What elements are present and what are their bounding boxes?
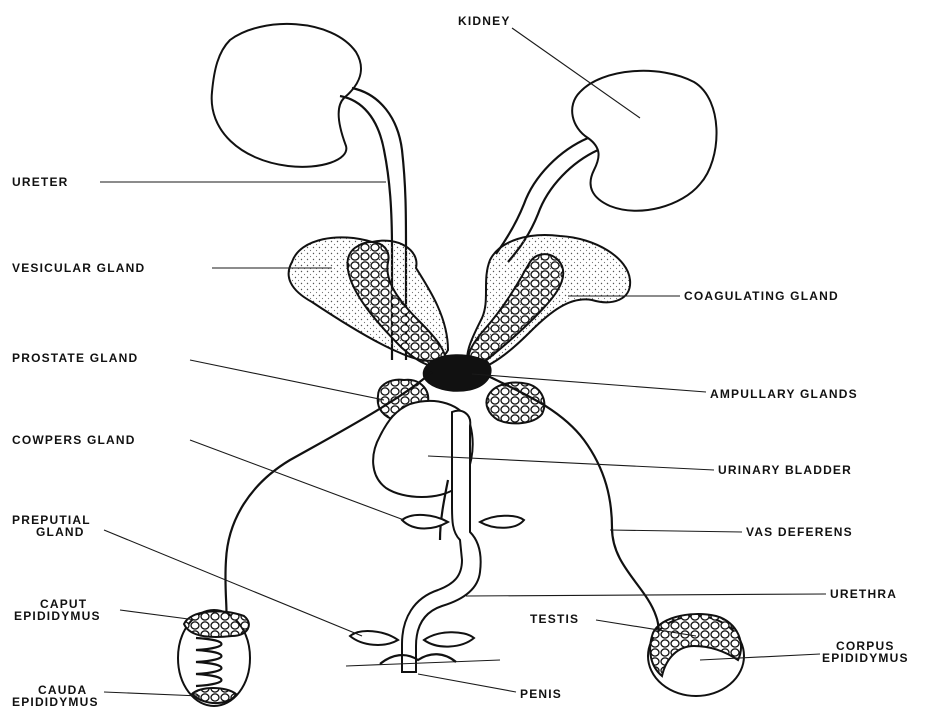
leader-penis (418, 674, 516, 692)
label-prostate-gland: PROSTATE GLAND (12, 352, 138, 364)
label-kidney: KIDNEY (458, 15, 511, 27)
label-penis: PENIS (520, 688, 562, 700)
label-preputial-gland: PREPUTIAL GLAND (12, 514, 91, 538)
left-kidney (212, 24, 361, 167)
leader-cauda (104, 692, 200, 696)
preputial-gland-right (424, 632, 474, 646)
label-ureter: URETER (12, 176, 69, 188)
label-vesicular-gland: VESICULAR GLAND (12, 262, 145, 274)
label-cauda-epididymus: CAUDA EPIDIDYMUS (12, 684, 99, 708)
leader-vas (610, 530, 742, 532)
label-cauda-line2: EPIDIDYMUS (12, 696, 99, 708)
leader-cowpers (190, 440, 404, 520)
ampullary-glands (423, 355, 491, 392)
label-urethra: URETHRA (830, 588, 897, 600)
label-caput-epididymus: CAPUT EPIDIDYMUS (14, 598, 101, 622)
label-cowpers-gland: COWPERS GLAND (12, 434, 136, 446)
cowpers-gland-right (480, 516, 524, 528)
label-testis: TESTIS (530, 613, 579, 625)
leader-caput (120, 610, 196, 620)
right-kidney (572, 71, 716, 211)
label-preputial-line2: GLAND (36, 526, 91, 538)
label-urinary-bladder: URINARY BLADDER (718, 464, 852, 476)
label-ampullary-glands: AMPULLARY GLANDS (710, 388, 858, 400)
skin-line (346, 660, 500, 666)
label-coagulating-gland: COAGULATING GLAND (684, 290, 839, 302)
leader-prostate (190, 360, 384, 400)
label-corpus-epididymus: CORPUS EPIDIDYMUS (822, 640, 909, 664)
label-corpus-line2: EPIDIDYMUS (822, 652, 909, 664)
caput-epididymus (184, 611, 249, 637)
preputial-gland-left (350, 631, 398, 645)
label-vas-deferens: VAS DEFERENS (746, 526, 853, 538)
label-caput-line2: EPIDIDYMUS (14, 610, 101, 622)
